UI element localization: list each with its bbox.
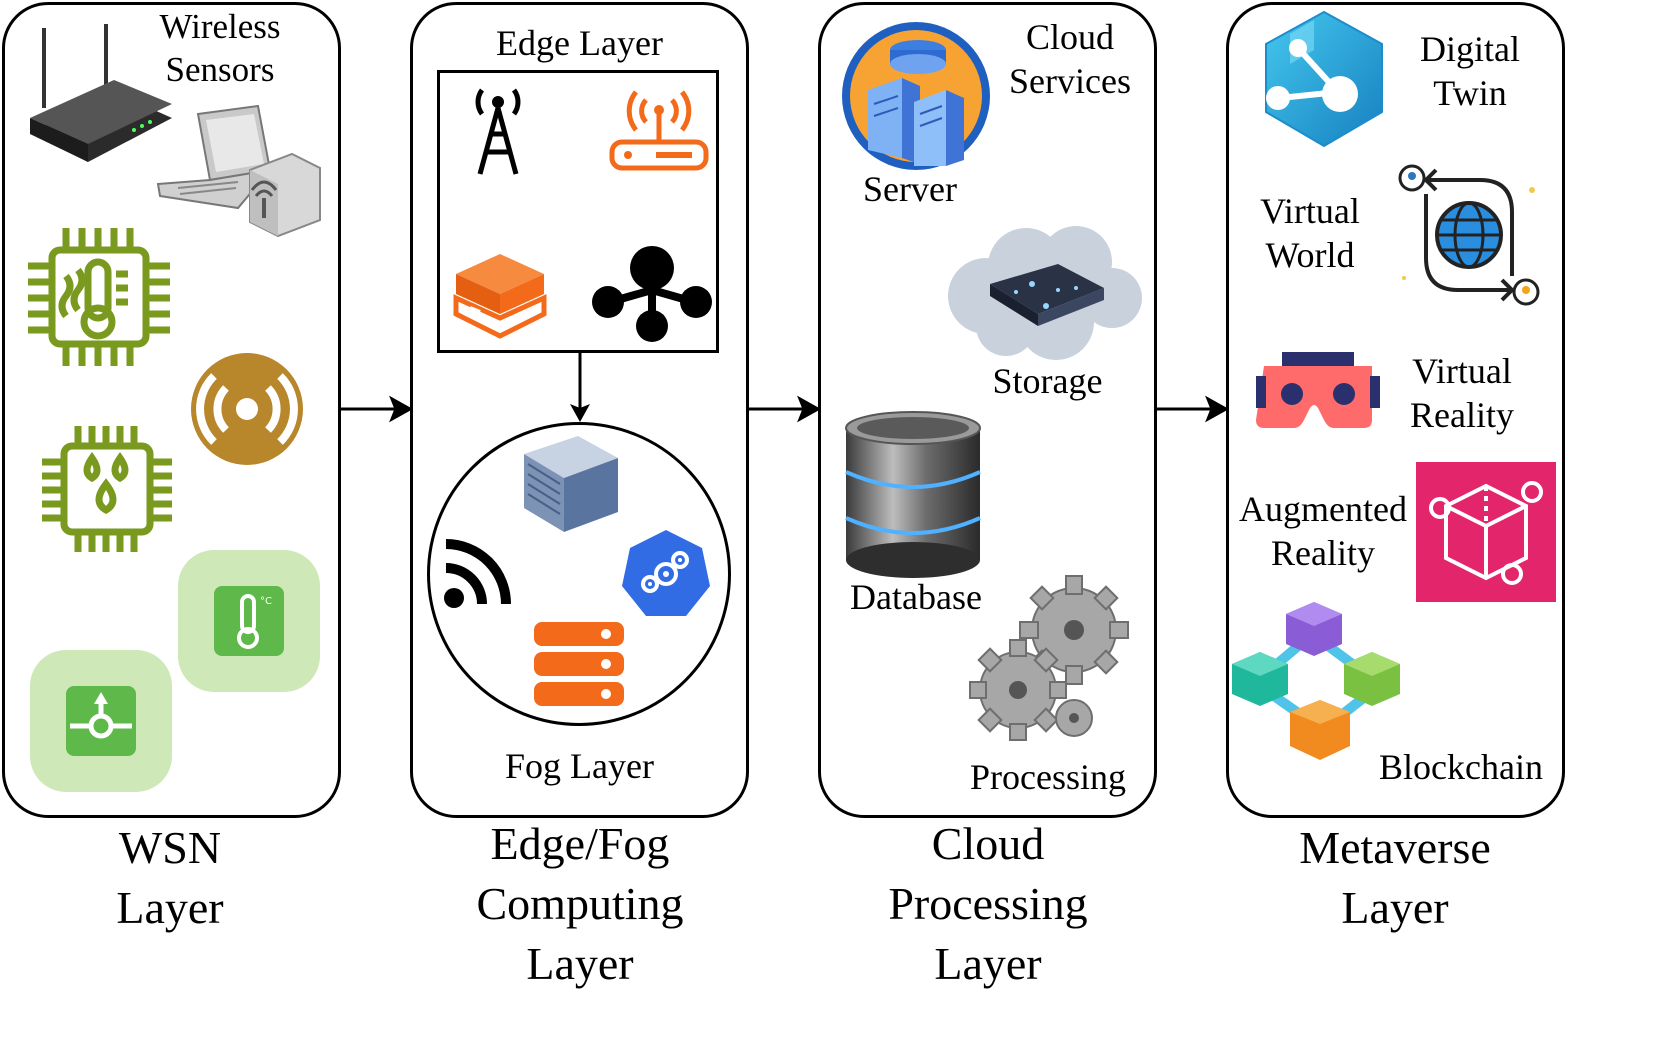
virtual-reality-label: Virtual Reality xyxy=(1410,351,1514,435)
cloud-services-label: Cloud Services xyxy=(1009,17,1131,101)
cloud-processing-layer-caption: Cloud Processing Layer xyxy=(888,818,1088,989)
flow-sensor-tile-icon xyxy=(30,650,172,792)
wifi-router-icon xyxy=(609,90,709,171)
network-hub-icon xyxy=(592,246,712,342)
kubernetes-gear-icon xyxy=(622,530,710,616)
processing-label: Processing xyxy=(970,757,1126,797)
edge-layer-box xyxy=(437,70,719,353)
humidity-chip-icon xyxy=(42,426,172,552)
gears-icon xyxy=(969,575,1129,741)
digital-twin-label: Digital Twin xyxy=(1420,29,1520,113)
augmented-reality-label: Augmented Reality xyxy=(1239,489,1407,573)
svg-text:°C: °C xyxy=(260,596,272,607)
edge-layer-label: Edge Layer xyxy=(496,23,663,63)
wsn-layer-caption: WSN Layer xyxy=(116,822,224,933)
rss-feed-icon xyxy=(444,539,511,608)
cloud-storage-icon xyxy=(948,226,1142,360)
blockchain-icon xyxy=(1232,602,1400,760)
cloud-server-icon xyxy=(842,22,990,170)
wireless-sensors-label: Wireless Sensors xyxy=(159,7,281,89)
vr-headset-icon xyxy=(1256,352,1380,428)
server-label: Server xyxy=(863,169,957,209)
storage-box-icon xyxy=(453,254,547,339)
antenna-tower-icon xyxy=(475,88,521,175)
edge-fog-layer-caption: Edge/Fog Computing Layer xyxy=(476,818,684,989)
augmented-reality-icon xyxy=(1416,462,1556,602)
metaverse-layer-caption: Metaverse Layer xyxy=(1299,822,1491,933)
blockchain-label: Blockchain xyxy=(1379,747,1543,787)
fog-layer-label: Fog Layer xyxy=(505,746,654,786)
storage-label: Storage xyxy=(992,361,1103,401)
router-icon xyxy=(30,24,172,162)
laptop-icon xyxy=(156,104,273,210)
edge-to-fog-arrow xyxy=(570,352,590,422)
database-label: Database xyxy=(850,577,982,617)
broadcast-icon xyxy=(191,353,303,465)
thermometer-tile-icon: °C xyxy=(178,550,320,692)
virtual-world-label: Virtual World xyxy=(1260,191,1360,275)
wireless-access-point-icon xyxy=(249,152,321,238)
server-stack-icon xyxy=(534,622,624,706)
database-icon xyxy=(845,411,981,578)
digital-twin-icon xyxy=(1265,10,1383,148)
server-rack-icon xyxy=(524,436,618,532)
fog-layer-circle xyxy=(427,422,731,726)
virtual-world-icon xyxy=(1398,164,1540,306)
temperature-chip-icon xyxy=(28,228,170,366)
